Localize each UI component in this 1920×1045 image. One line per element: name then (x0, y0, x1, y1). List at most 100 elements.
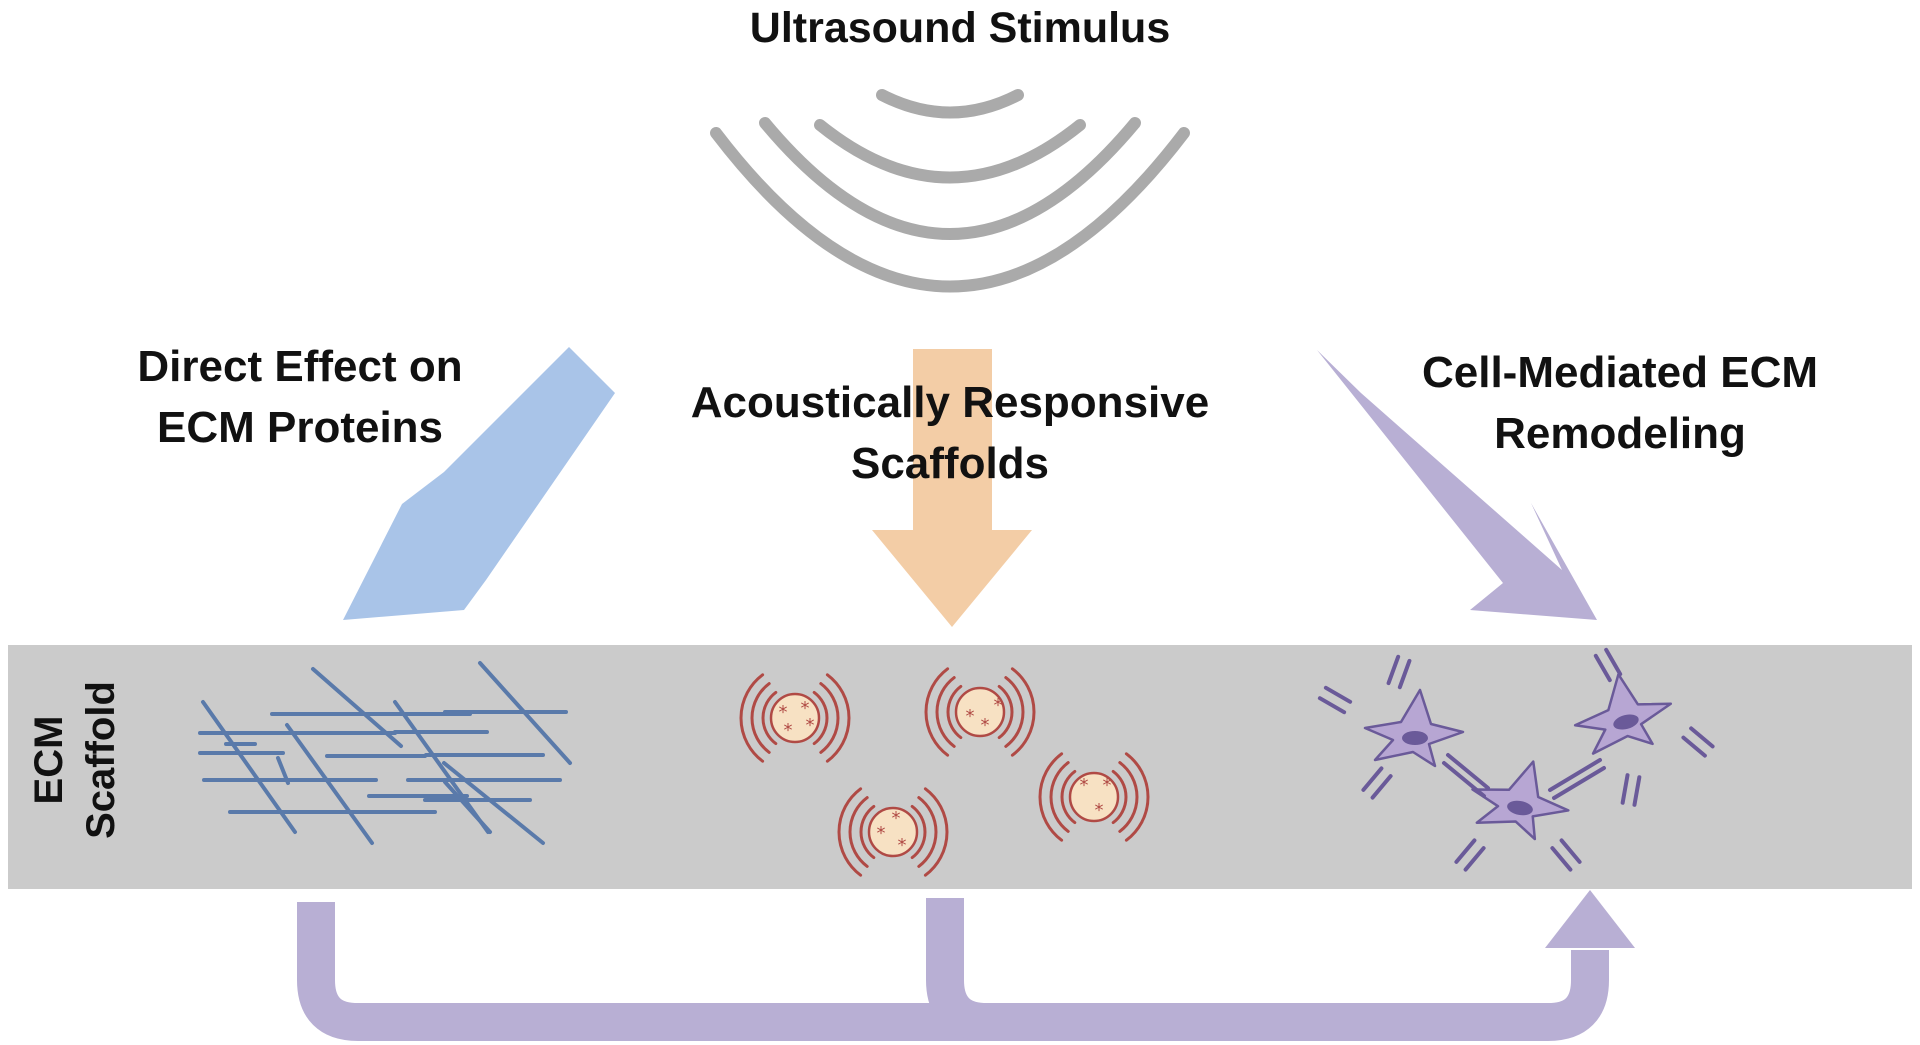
integrin-receptor-icon (1593, 647, 1623, 683)
ultrasound-wave-icon (710, 89, 1190, 293)
collagen-fiber (478, 661, 572, 765)
integrin-receptor-icon (1550, 838, 1582, 872)
wave-arc-3 (759, 117, 1141, 240)
acoustic-particle-icon: *** (1038, 752, 1150, 842)
vibration-arc (946, 684, 963, 740)
title-ultrasound-stimulus: Ultrasound Stimulus (660, 0, 1260, 59)
particle-marker: * (806, 715, 815, 736)
label-acoustic-scaffolds: Acoustically Responsive Scaffolds (650, 372, 1250, 494)
vibration-arc (859, 804, 876, 860)
cell-nucleus (1613, 714, 1639, 730)
wave-arc-4 (710, 127, 1190, 293)
label-direct-line2: ECM Proteins (156, 403, 444, 452)
particle-marker: * (898, 835, 907, 856)
vibration-arc (917, 796, 938, 868)
receptor-bar (1370, 774, 1393, 800)
receptor-bar (1620, 773, 1630, 805)
cell-icon (1573, 673, 1673, 755)
vibration-arc (997, 684, 1014, 740)
vibration-arc (812, 690, 829, 746)
particle-body (954, 686, 1006, 738)
feedback-arrow (297, 898, 1609, 1041)
integrin-receptor-icon (1681, 726, 1715, 758)
cell-mediated-arrow (1317, 350, 1597, 620)
label-ecm-line2: Scaffold (79, 681, 123, 839)
receptor-bar (1559, 838, 1582, 864)
vibration-arc (761, 690, 778, 746)
cell-body (1363, 688, 1465, 768)
collagen-fiber (201, 700, 297, 834)
collagen-fiber (276, 756, 290, 785)
receptor-bar (1604, 647, 1623, 677)
particle-marker: * (966, 706, 975, 727)
receptor-bar (1386, 654, 1401, 686)
receptor-bar (1593, 653, 1612, 683)
vibration-arc (739, 673, 765, 763)
cell-icon (1363, 688, 1465, 768)
particle-marker: * (981, 715, 990, 736)
vibration-arc (1004, 676, 1025, 748)
receptor-bar (1681, 735, 1707, 758)
integrin-receptor-icon (1620, 773, 1642, 807)
collagen-fiber (311, 667, 403, 748)
cell-icon (1471, 760, 1570, 841)
particle-body (867, 806, 919, 858)
particle-marker: * (779, 702, 788, 723)
particle-body (769, 692, 821, 744)
vibration-arc (910, 804, 927, 860)
vibration-arc (935, 676, 956, 748)
vibration-arc (924, 667, 950, 757)
particle-marker: * (1103, 775, 1112, 796)
collagen-fiber (443, 780, 492, 834)
integrin-receptor-icon (1317, 685, 1353, 715)
particle-marker: * (1095, 800, 1104, 821)
acoustic-scaffold-arrow (872, 349, 1032, 627)
receptor-bar (1317, 696, 1347, 715)
vibration-arc (1124, 752, 1150, 842)
feedback-branch-middle (926, 898, 989, 1041)
receptor-bar (1397, 658, 1412, 690)
collagen-fiber (285, 723, 374, 845)
collagen-fiber (442, 761, 545, 845)
label-cell-line1: Cell-Mediated ECM (1421, 348, 1819, 397)
label-ecm-line1: ECM (27, 715, 71, 805)
integrin-receptor-icon (1361, 766, 1393, 800)
acoustic-particle-icon: **** (739, 673, 851, 763)
receptor-bar (1463, 846, 1486, 872)
feedback-arrowhead (1545, 890, 1635, 948)
vibration-arc (1010, 667, 1036, 757)
particle-marker: * (801, 698, 810, 719)
title-text: Ultrasound Stimulus (749, 4, 1171, 52)
label-cell-mediated: Cell-Mediated ECM Remodeling (1360, 342, 1880, 464)
ecm-scaffold-bar (8, 645, 1912, 889)
cell-junction (1548, 758, 1602, 792)
label-acoustic-line1: Acoustically Responsive (690, 378, 1210, 427)
acoustic-particle-icon: *** (924, 667, 1036, 757)
cell-junction (1446, 753, 1490, 790)
label-direct-effect: Direct Effect on ECM Proteins (100, 336, 500, 458)
receptor-bar (1689, 726, 1715, 749)
cell-nucleus (1507, 800, 1533, 816)
cell-junction (1442, 761, 1486, 798)
vibration-arc (1049, 761, 1070, 833)
cell-nucleus (1402, 731, 1428, 745)
acoustic-particles: ************* (739, 667, 1150, 877)
vibration-arc (848, 796, 869, 868)
particle-marker: * (877, 823, 886, 844)
vibration-arc (923, 787, 949, 877)
label-acoustic-line2: Scaffolds (850, 439, 1050, 488)
receptor-bar (1323, 685, 1353, 704)
wave-arc-1 (876, 89, 1024, 119)
integrin-receptor-icon (1386, 654, 1412, 690)
particle-marker: * (994, 695, 1003, 716)
receptor-bar (1550, 846, 1573, 872)
label-cell-line2: Remodeling (1494, 409, 1746, 458)
vibration-arc (750, 682, 771, 754)
vibration-arc (825, 673, 851, 763)
receptor-bar (1361, 766, 1384, 792)
particle-marker: * (784, 720, 793, 741)
cell-body (1573, 673, 1673, 755)
wave-arc-2 (814, 119, 1086, 184)
label-direct-line1: Direct Effect on (137, 342, 463, 391)
